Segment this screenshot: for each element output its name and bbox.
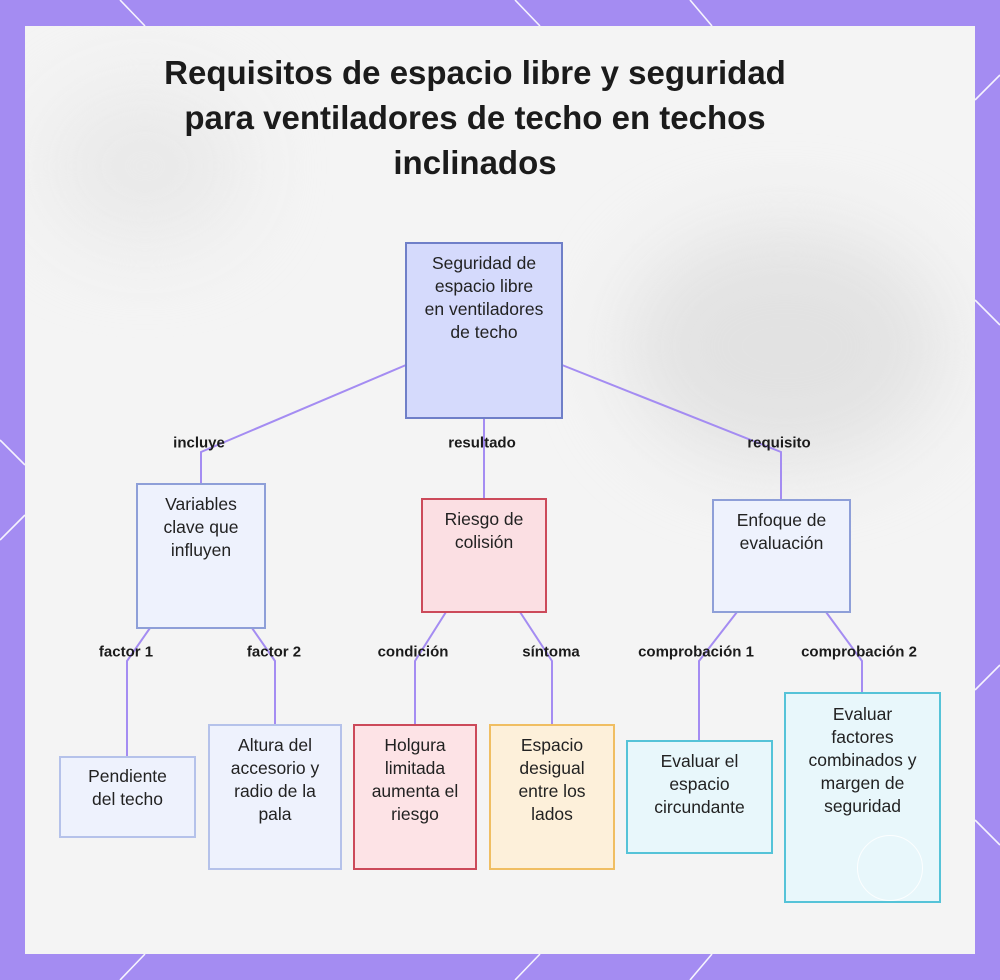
- edge-label-incluye: incluye: [173, 434, 225, 452]
- node-label: Pendiente del techo: [88, 766, 167, 809]
- node-root-seguridad: Seguridad de espacio libre en ventilador…: [405, 242, 563, 419]
- connector-incluye: [200, 364, 407, 483]
- node-label: Espacio desigual entre los lados: [518, 735, 586, 824]
- node-label: Seguridad de espacio libre en ventilador…: [424, 253, 544, 342]
- diagram-title: Requisitos de espacio libre y seguridad …: [164, 54, 786, 181]
- node-evaluar-espacio: Evaluar el espacio circundante: [626, 740, 773, 854]
- edge-label-sintoma: síntoma: [522, 643, 580, 661]
- connector-requisito: [561, 364, 782, 499]
- connector-comprobacion-1: [698, 611, 738, 740]
- node-label: Variables clave que influyen: [163, 494, 239, 560]
- node-label: Evaluar el espacio circundante: [654, 751, 745, 817]
- node-label: Altura del accesorio y radio de la pala: [230, 735, 320, 824]
- background-blur: [625, 226, 945, 466]
- background-blur: [45, 86, 245, 246]
- edge-label-resultado: resultado: [448, 434, 516, 452]
- node-altura-accesorio: Altura del accesorio y radio de la pala: [208, 724, 342, 870]
- connector-factor-2: [251, 627, 276, 724]
- connector-condicion: [414, 611, 447, 724]
- node-label: Riesgo de colisión: [444, 509, 524, 552]
- connector-factor-1: [126, 627, 151, 756]
- connector-comprobacion-2: [825, 611, 863, 692]
- edge-label-factor-2: factor 2: [246, 643, 302, 661]
- watermark-badge: [857, 835, 923, 901]
- edge-label-factor-1: factor 1: [98, 643, 154, 661]
- edge-label-comprobacion-2: comprobación 2: [801, 643, 917, 661]
- node-pendiente-techo: Pendiente del techo: [59, 756, 196, 838]
- node-riesgo-colision: Riesgo de colisión: [421, 498, 547, 613]
- node-label: Holgura limitada aumenta el riesgo: [371, 735, 459, 824]
- connector-sintoma: [519, 611, 553, 724]
- edge-label-condicion: condición: [377, 643, 449, 661]
- node-label: Evaluar factores combinados y margen de …: [808, 704, 917, 816]
- node-espacio-desigual: Espacio desigual entre los lados: [489, 724, 615, 870]
- node-enfoque-evaluacion: Enfoque de evaluación: [712, 499, 851, 613]
- edge-label-requisito: requisito: [747, 434, 811, 452]
- node-variables-clave: Variables clave que influyen: [136, 483, 266, 629]
- node-holgura-limitada: Holgura limitada aumenta el riesgo: [353, 724, 477, 870]
- node-label: Enfoque de evaluación: [736, 510, 827, 553]
- edge-label-comprobacion-1: comprobación 1: [638, 643, 754, 661]
